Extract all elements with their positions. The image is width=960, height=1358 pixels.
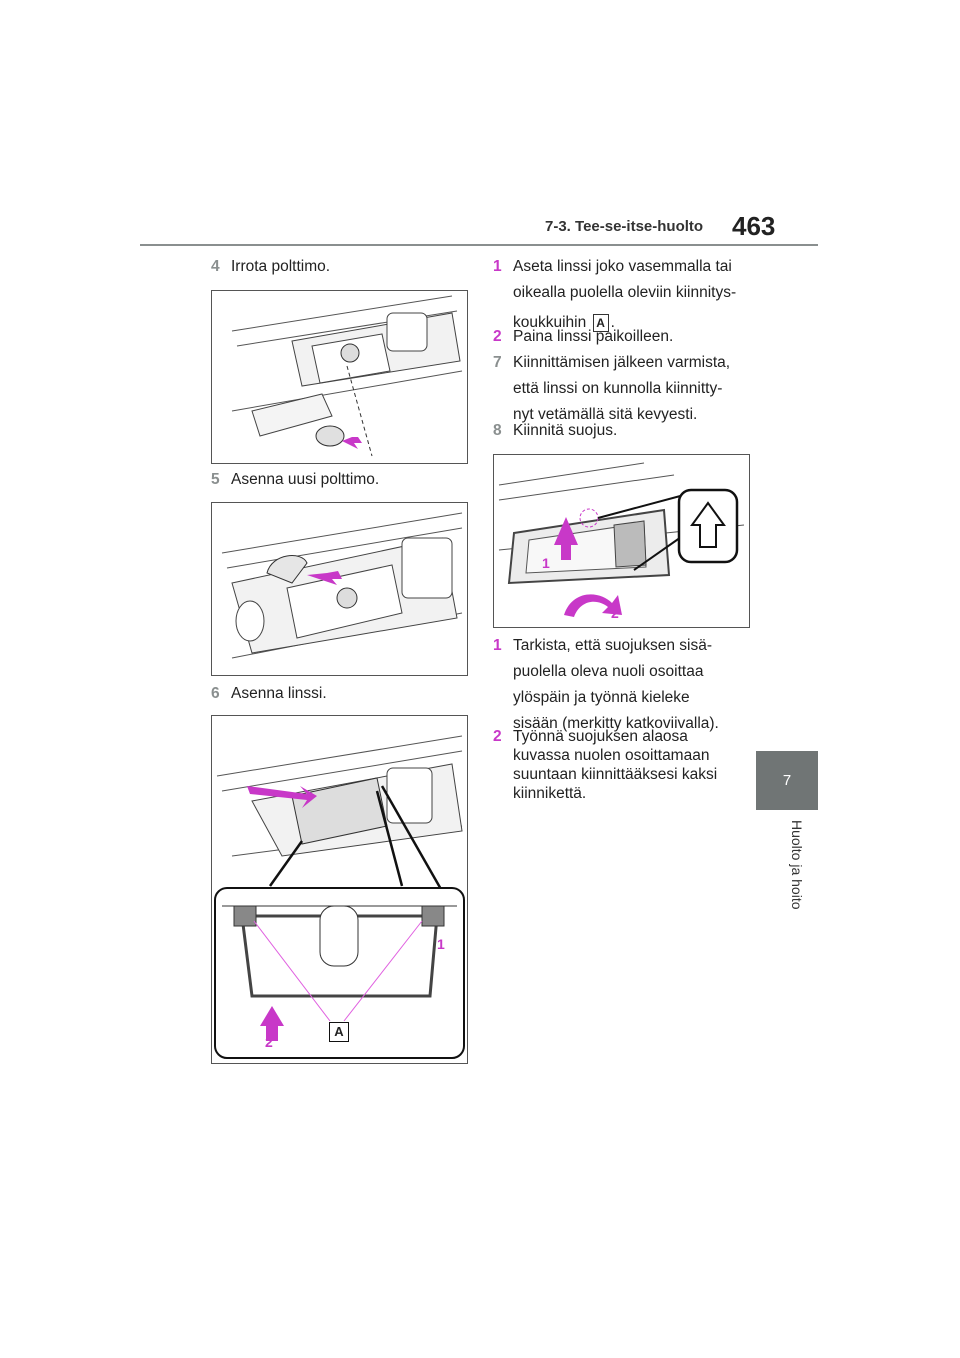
step-attach-cover: 8 Kiinnitä suojus. xyxy=(493,418,617,444)
page-number: 463 xyxy=(732,211,776,241)
callout-label-1: 1 xyxy=(437,936,445,952)
figure-install-lens: A 1 2 xyxy=(211,715,468,1064)
step-check-arrow: 1 Tarkista, että suojuksen sisä- puolella… xyxy=(493,633,753,737)
step-number: 2 xyxy=(493,728,502,745)
step-text: Aseta linssi joko vasemmalla tai xyxy=(513,258,732,275)
step-text: Työnnä suojuksen alaosa xyxy=(513,728,688,745)
step-text: ylöspäin ja työnnä kieleke xyxy=(513,689,690,706)
step-number: 5 xyxy=(211,471,220,488)
step-press-lens: 2 Paina linssi paikoilleen. xyxy=(493,324,673,350)
figure-attach-cover: 1 2 xyxy=(493,454,750,628)
step-number: 1 xyxy=(493,637,502,654)
step-place-lens: 1 Aseta linssi joko vasemmalla tai oikeal… xyxy=(493,254,753,336)
step-install-lens: 6 Asenna linssi. xyxy=(211,681,327,707)
step-text: Paina linssi paikoilleen. xyxy=(513,328,674,345)
callout-box-a: A xyxy=(592,313,609,332)
step-text: Irrota polttimo. xyxy=(231,258,331,275)
figure-remove-bulb xyxy=(211,290,468,464)
step-text: nyt vetämällä sitä kevyesti. xyxy=(513,406,698,423)
chapter-label: Huolto ja hoito xyxy=(789,820,805,910)
step-number: 8 xyxy=(493,422,502,439)
callout-label-2: 2 xyxy=(611,605,619,621)
step-text: suuntaan kiinnittääksesi kaksi xyxy=(513,766,718,783)
section-title: 7-3. Tee-se-itse-huolto xyxy=(545,218,704,235)
step-text: Kiinnitä suojus. xyxy=(513,422,618,439)
figure-install-bulb xyxy=(211,502,468,676)
step-text: Tarkista, että suojuksen sisä- xyxy=(513,637,713,654)
step-push-cover: 2 Työnnä suojuksen alaosa kuvassa nuolen … xyxy=(493,727,753,803)
step-text: Kiinnittämisen jälkeen varmista, xyxy=(513,354,731,371)
step-number: 7 xyxy=(493,354,502,371)
callout-label-1: 1 xyxy=(542,555,550,571)
chapter-tab[interactable]: 7 xyxy=(756,751,818,810)
step-text: oikealla puolella oleviin kiinnitys- xyxy=(513,284,737,301)
step-text: koukkuihin xyxy=(513,314,587,331)
step-text: puolella oleva nuoli osoittaa xyxy=(513,663,704,680)
step-verify-lens: 7 Kiinnittämisen jälkeen varmista, että l… xyxy=(493,350,753,428)
step-text: että linssi on kunnolla kiinnitty- xyxy=(513,380,723,397)
step-number: 2 xyxy=(493,328,502,345)
step-number: 6 xyxy=(211,685,220,702)
step-number: 1 xyxy=(493,258,502,275)
callout-label-2: 2 xyxy=(265,1034,273,1050)
header-rule xyxy=(140,244,818,246)
step-text: . xyxy=(610,314,615,331)
callout-box-a: A xyxy=(329,1022,349,1042)
step-remove-bulb: 4 Irrota polttimo. xyxy=(211,254,330,280)
step-install-bulb: 5 Asenna uusi polttimo. xyxy=(211,467,379,493)
step-text: kuvassa nuolen osoittamaan xyxy=(513,747,710,764)
step-text: Asenna uusi polttimo. xyxy=(231,471,380,488)
step-text: Asenna linssi. xyxy=(231,685,327,702)
step-number: 4 xyxy=(211,258,220,275)
step-text: kiinnikettä. xyxy=(513,785,587,802)
step-text: sisään (merkitty katkoviivalla). xyxy=(513,715,719,732)
